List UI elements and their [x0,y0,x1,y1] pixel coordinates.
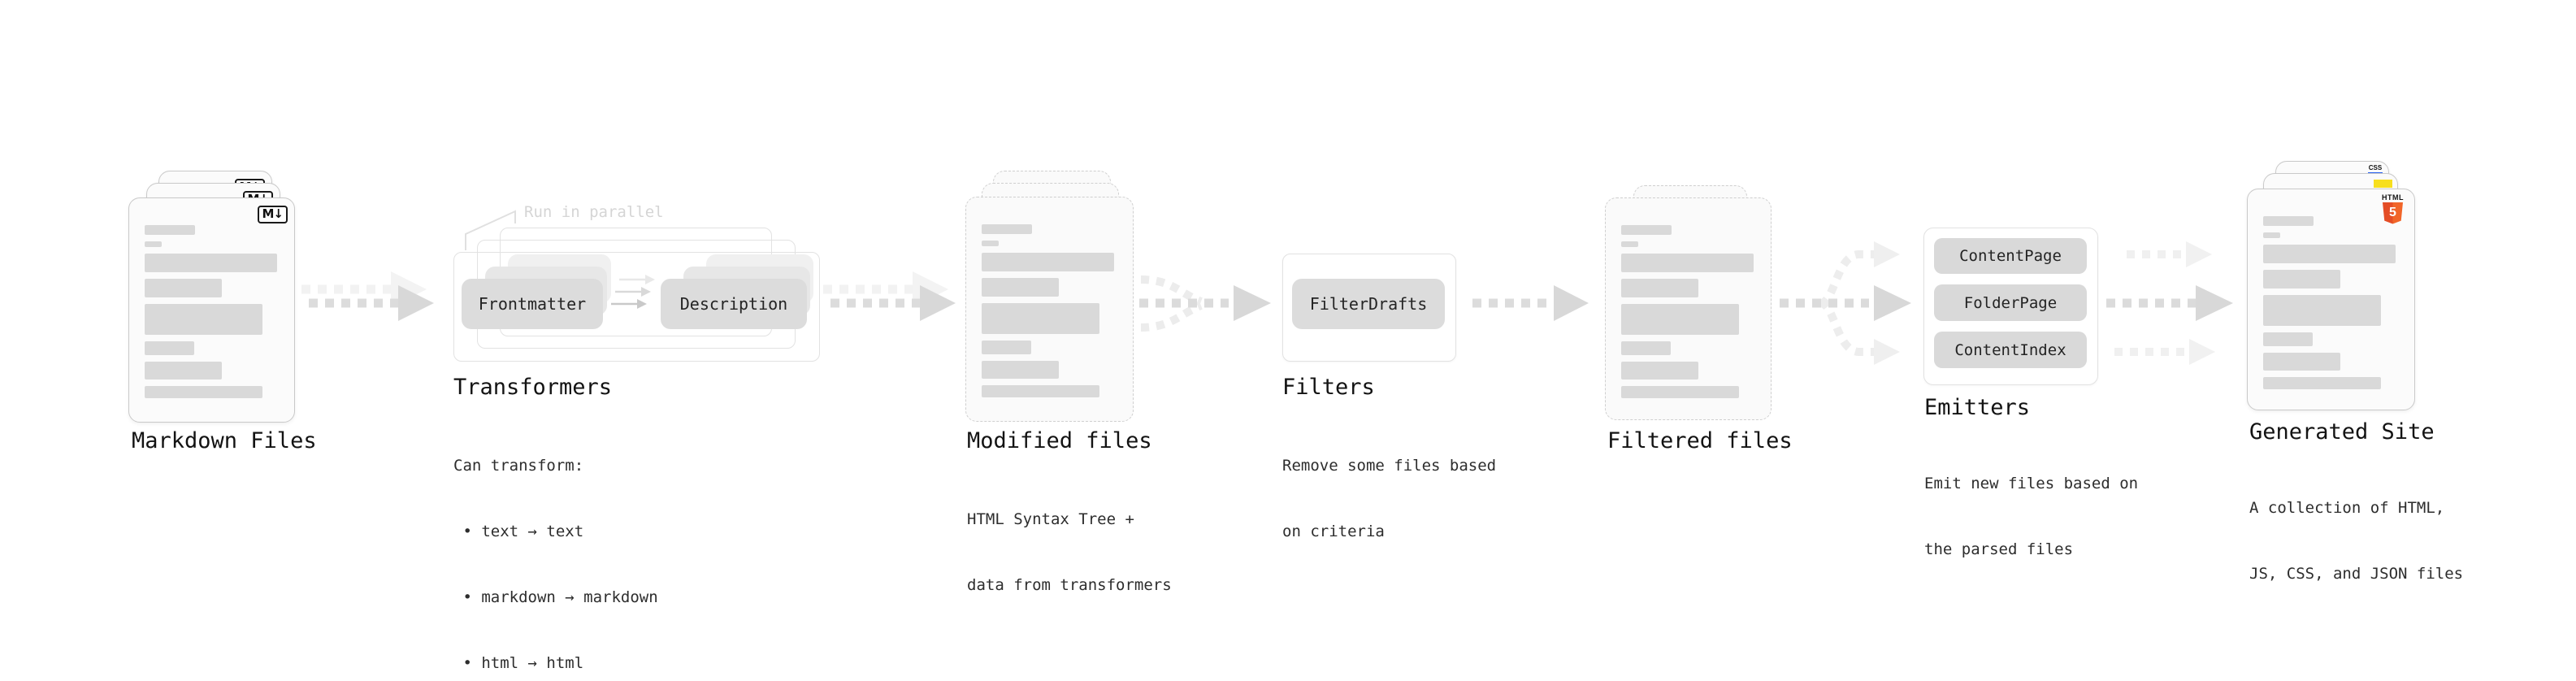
arrow-filters-to-filtered [1472,285,1589,321]
text-line-bar [145,386,262,398]
document-text-placeholder [2263,216,2403,396]
text-line-bar [2263,245,2396,263]
modified-sub-line: data from transformers [967,576,1172,594]
transformers-sub-line: Can transform: [453,457,584,475]
text-line-bar [982,224,1032,234]
generated-sub-line: JS, CSS, and JSON files [2249,565,2464,583]
text-line-bar [1621,362,1698,380]
text-line-bar [145,225,195,235]
frontmatter-pill: Frontmatter [462,279,603,329]
generated-sub-line: A collection of HTML, [2249,499,2445,517]
document-text-placeholder [1621,225,1759,405]
html5-icon: HTML 5 [2382,194,2404,224]
text-line-bar [2263,353,2340,371]
text-line-bar [2263,270,2340,288]
text-line-bar [982,241,999,246]
transformers-label: Transformers [453,375,613,400]
text-line-bar [1621,386,1739,398]
text-line-bar [2263,377,2381,389]
text-line-bar [1621,304,1739,335]
transformers-sub-line: • html → html [453,654,584,672]
text-line-bar [2263,332,2313,346]
text-line-bar [982,278,1059,297]
text-line-bar [145,341,194,355]
filterdrafts-pill: FilterDrafts [1292,279,1445,329]
filters-label: Filters [1282,375,1375,400]
html5-icon-shield: 5 [2383,202,2403,224]
text-line-bar [2263,216,2314,226]
text-line-bar [145,279,222,297]
arrow-transformers-to-modified [823,271,956,321]
text-line-bar [982,340,1031,354]
text-line-bar [145,362,222,380]
transformers-sub-line: • markdown → markdown [453,588,658,606]
arrow-markdown-to-transformers [301,271,434,321]
emitters-sub-line: the parsed files [1924,540,2074,558]
js-icon [2374,180,2392,188]
text-line-bar [982,385,1099,397]
generated-file-html: HTML 5 [2247,189,2415,410]
text-line-bar [145,241,162,247]
emitters-sub-line: Emit new files based on [1924,475,2139,492]
modified-file-front [965,197,1134,422]
css-icon-text: CSS [2368,164,2383,171]
contentindex-pill: ContentIndex [1934,332,2087,368]
text-line-bar [1621,225,1672,235]
text-line-bar [1621,254,1754,272]
html5-icon-word: HTML [2382,193,2404,202]
document-text-placeholder [145,225,283,405]
generated-site-description: A collection of HTML, JS, CSS, and JSON … [2249,453,2463,629]
emitters-description: Emit new files based on the parsed files [1924,429,2138,605]
text-line-bar [2263,232,2280,238]
arrow-modified-to-filters [1139,275,1271,332]
contentpage-pill: ContentPage [1934,238,2087,274]
text-line-bar [982,303,1099,334]
text-line-bar [1621,241,1638,247]
modified-files-label: Modified files [967,428,1152,453]
modified-sub-line: HTML Syntax Tree + [967,510,1134,528]
markdown-icon: M↓ [257,206,288,223]
text-line-bar [145,304,262,335]
filters-sub-line: Remove some files based [1282,457,1497,475]
generated-site-label: Generated Site [2249,419,2435,445]
transformers-description: Can transform: • text → text • markdown … [453,411,658,681]
markdown-files-label: Markdown Files [132,428,317,453]
markdown-file-front: M↓ [128,197,295,423]
text-line-bar [1621,341,1671,355]
filters-description: Remove some files based on criteria [1282,411,1496,587]
document-text-placeholder [982,224,1121,404]
arrow-filtered-to-emitters [1780,241,1911,365]
text-line-bar [982,361,1059,379]
text-line-bar [982,253,1114,271]
description-pill: Description [661,279,807,329]
transformer-frame-front [453,252,820,362]
folderpage-pill: FolderPage [1934,284,2087,321]
emitters-label: Emitters [1924,395,2031,420]
filtered-files-label: Filtered files [1607,428,1793,453]
modified-files-description: HTML Syntax Tree + data from transformer… [967,465,1172,640]
text-line-bar [145,254,277,272]
filters-sub-line: on criteria [1282,523,1385,540]
run-in-parallel-note: Run in parallel [524,203,664,221]
transformers-sub-line: • text → text [453,523,584,540]
text-line-bar [2263,295,2381,326]
arrow-emitters-to-generated [2106,241,2233,365]
filtered-file-front [1605,197,1772,420]
text-line-bar [1621,279,1698,297]
